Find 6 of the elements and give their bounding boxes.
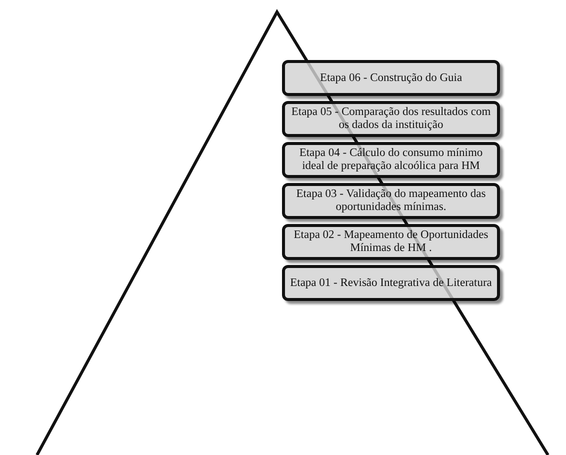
stage-box: Etapa 05 - Comparação dos resultados com os dados da instituição [282,101,500,137]
stage-box: Etapa 04 - Cálculo do consumo mínimo ideal de preparação alcoólica para HM [282,142,500,178]
stage-box: Etapa 06 - Construção do Guia [282,60,500,96]
stage-box: Etapa 03 - Validação do mapeamento das oportunidades mínimas. [282,183,500,219]
stage-box: Etapa 02 - Mapeamento de Oportunidades Mínimas de HM . [282,224,500,260]
stage-box: Etapa 01 - Revisão Integrativa de Literatura [282,265,500,301]
